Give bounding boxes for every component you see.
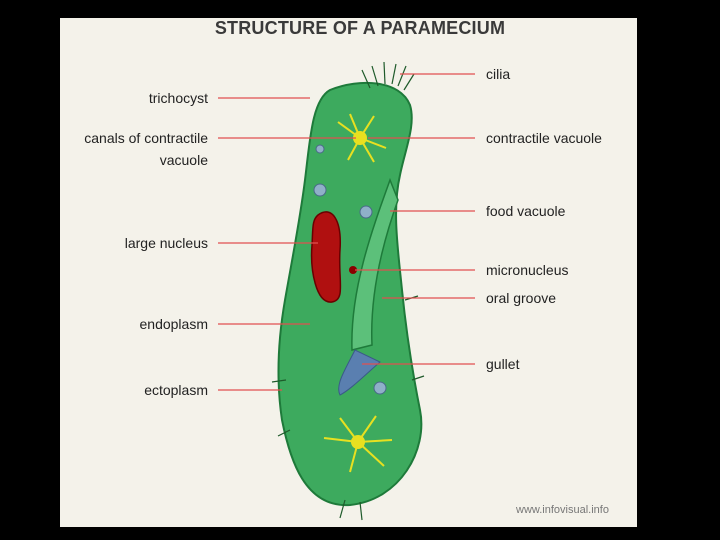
food-vacuole xyxy=(313,183,327,197)
label-canals-line2: vacuole xyxy=(159,152,208,168)
label-micronucleus: micronucleus xyxy=(486,262,569,278)
micronucleus-dot xyxy=(349,266,357,274)
label-ectoplasm: ectoplasm xyxy=(144,382,208,398)
label-canals-line1: canals of contractile xyxy=(84,130,208,146)
credit-text: www.infovisual.info xyxy=(516,504,609,516)
diagram-title: STRUCTURE OF A PARAMECIUM xyxy=(214,18,506,38)
cilia-tuft xyxy=(271,61,425,521)
leader-lines xyxy=(218,73,475,391)
large-nucleus-shape xyxy=(310,211,342,303)
food-vacuole xyxy=(373,381,387,395)
label-large-nucleus: large nucleus xyxy=(124,235,208,251)
label-food-vacuole: food vacuole xyxy=(486,203,566,219)
label-trichocyst: trichocyst xyxy=(148,90,208,106)
label-oral-groove: oral groove xyxy=(486,290,557,306)
label-endoplasm: endoplasm xyxy=(139,316,209,332)
label-cilia: cilia xyxy=(486,66,511,82)
food-vacuole xyxy=(315,144,325,154)
gullet-shape xyxy=(338,349,381,396)
label-contractile-vacuole: contractile vacuole xyxy=(486,130,602,146)
food-vacuole xyxy=(359,205,373,219)
label-gullet: gullet xyxy=(486,356,520,372)
oral-groove-shape xyxy=(351,177,399,351)
